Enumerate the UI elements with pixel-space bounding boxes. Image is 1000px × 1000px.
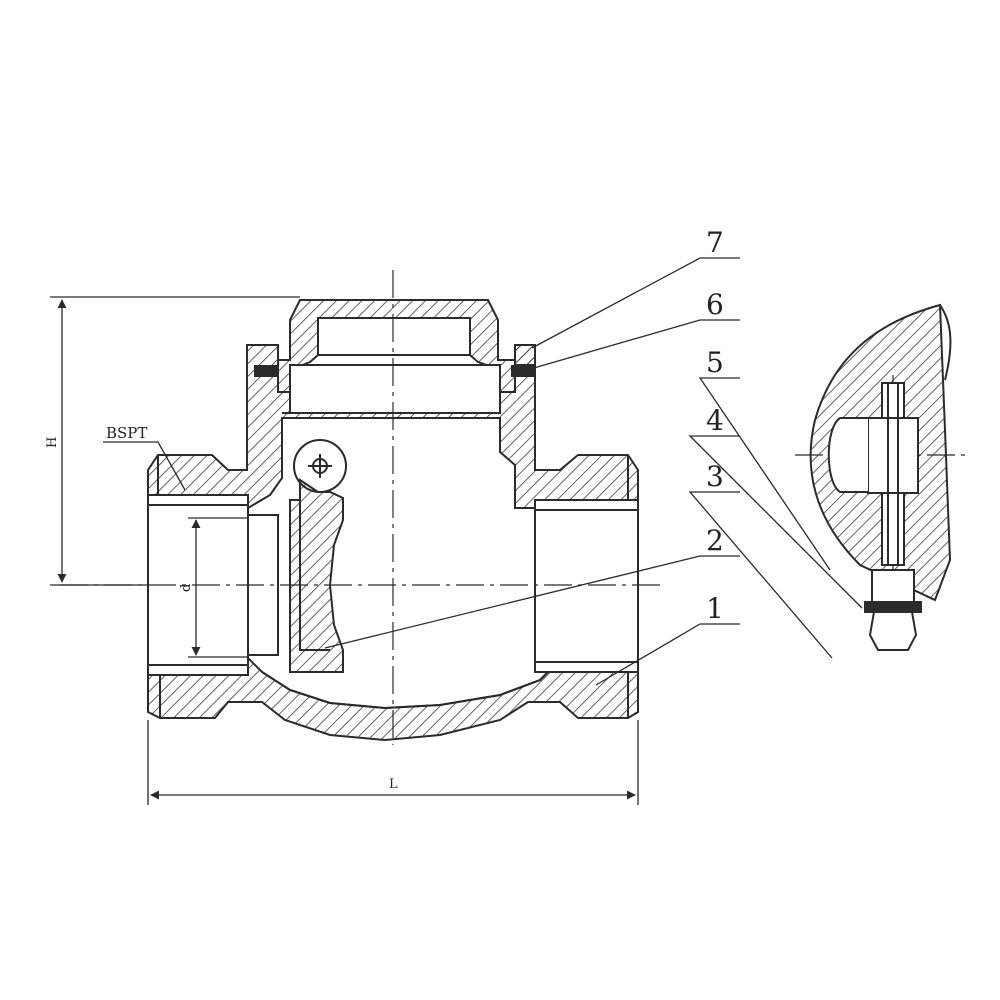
height-label: H (45, 437, 60, 448)
length-label: L (389, 777, 398, 792)
bonnet-cap (254, 299, 536, 419)
swing-disc (289, 439, 347, 673)
part-number-5: 5 (706, 346, 724, 379)
part-number-7: 7 (706, 226, 724, 259)
part-number-1: 1 (706, 592, 724, 625)
diameter-label: d (179, 584, 194, 592)
part-number-4: 4 (706, 404, 724, 437)
thread-label: BSPT (106, 424, 147, 442)
part-number-2: 2 (706, 524, 724, 557)
part-number-6: 6 (706, 288, 724, 321)
part-leaders (324, 257, 863, 686)
dimension-lines (50, 296, 639, 805)
part-number-3: 3 (706, 460, 724, 493)
hinge-detail (809, 303, 952, 651)
